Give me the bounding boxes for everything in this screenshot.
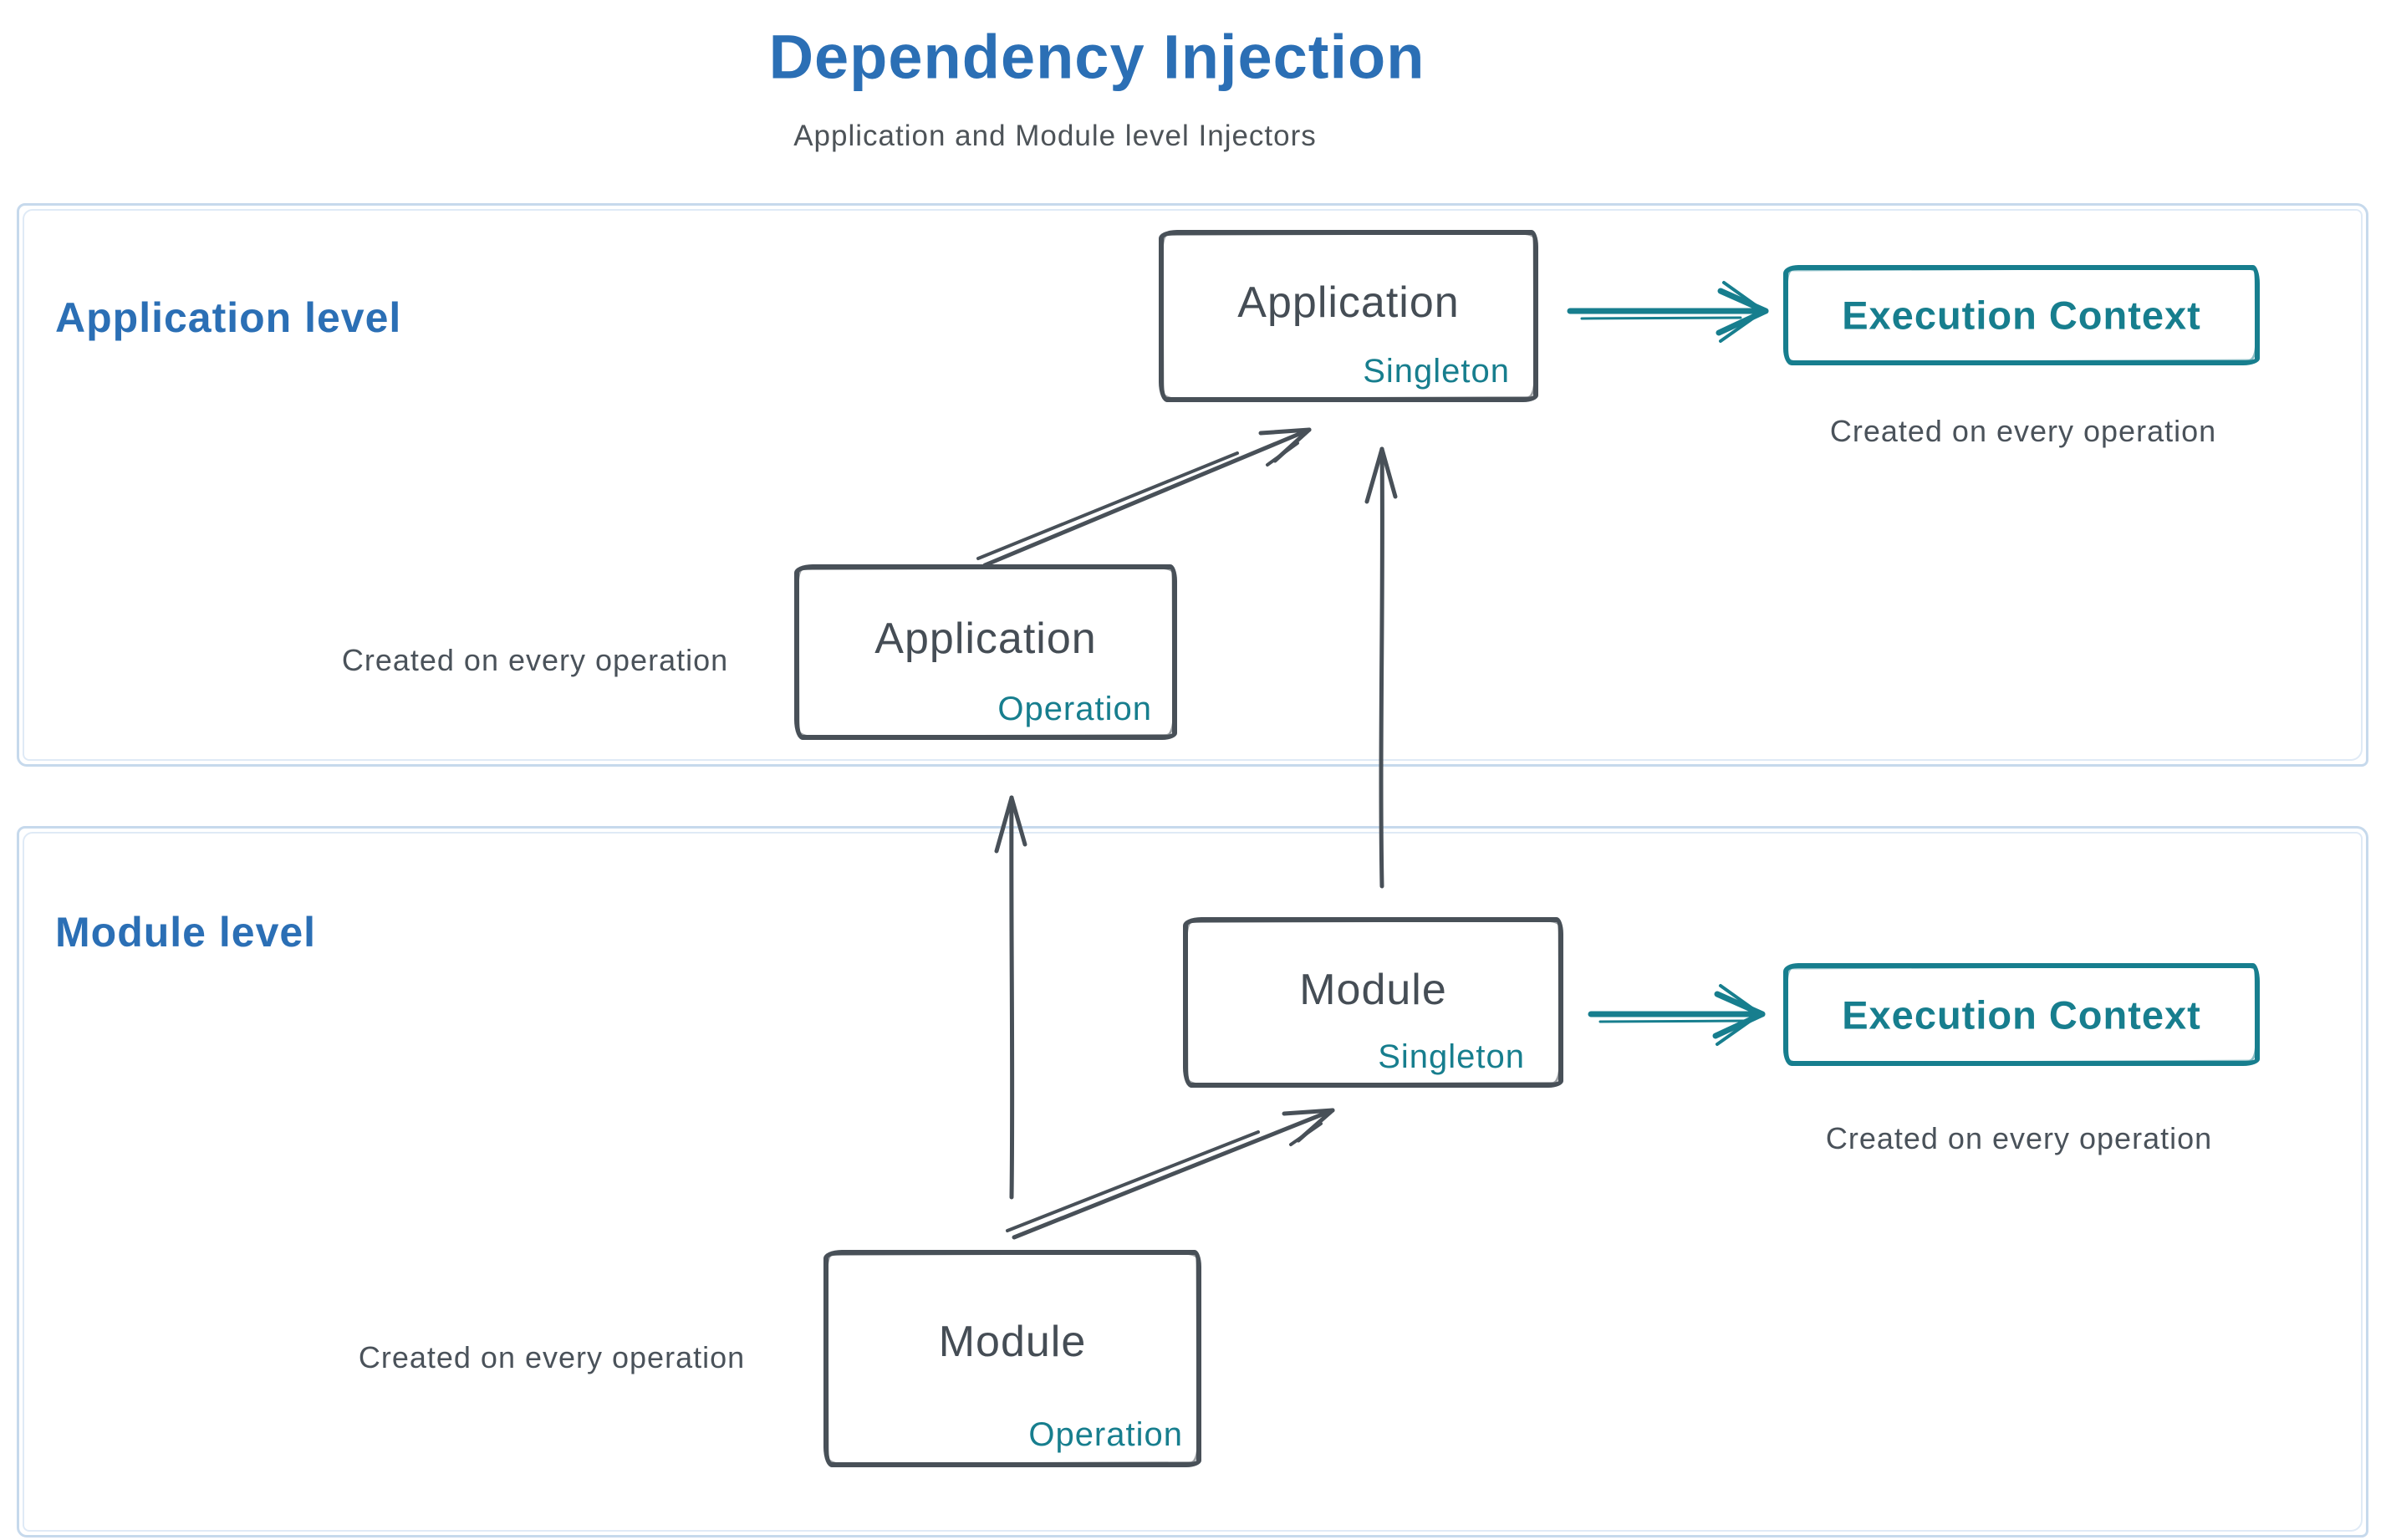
box-module-singleton-title: Module (1299, 965, 1447, 1014)
caption-application-operation: Created on every operation (341, 643, 729, 677)
label-module-level: Module level (55, 909, 317, 956)
page-title: Dependency Injection (768, 22, 1425, 92)
label-application-level: Application level (55, 294, 402, 341)
caption-execution-context-app: Created on every operation (1829, 414, 2217, 448)
box-application-operation: Application Operation (794, 564, 1177, 740)
caption-module-operation: Created on every operation (358, 1340, 746, 1374)
box-module-operation-title: Module (938, 1318, 1087, 1367)
box-module-operation-tag: Operation (1028, 1416, 1183, 1453)
section-module-level (17, 826, 2368, 1537)
box-application-operation-tag: Operation (997, 691, 1152, 727)
box-execution-context-app: Execution Context (1783, 265, 2260, 365)
box-module-singleton: Module Singleton (1183, 917, 1563, 1088)
box-application-singleton-title: Application (1237, 278, 1460, 328)
section-application-level (17, 203, 2368, 767)
caption-execution-context-module: Created on every operation (1825, 1121, 2213, 1155)
box-module-operation: Module Operation (823, 1250, 1201, 1467)
execution-context-module-label: Execution Context (1842, 992, 2201, 1037)
box-application-singleton: Application Singleton (1159, 230, 1538, 402)
page-subtitle: Application and Module level Injectors (793, 120, 1317, 152)
box-execution-context-module: Execution Context (1783, 963, 2260, 1066)
execution-context-app-label: Execution Context (1842, 293, 2201, 338)
box-module-singleton-tag: Singleton (1378, 1038, 1525, 1075)
box-application-operation-title: Application (874, 614, 1097, 664)
box-application-singleton-tag: Singleton (1363, 353, 1510, 390)
